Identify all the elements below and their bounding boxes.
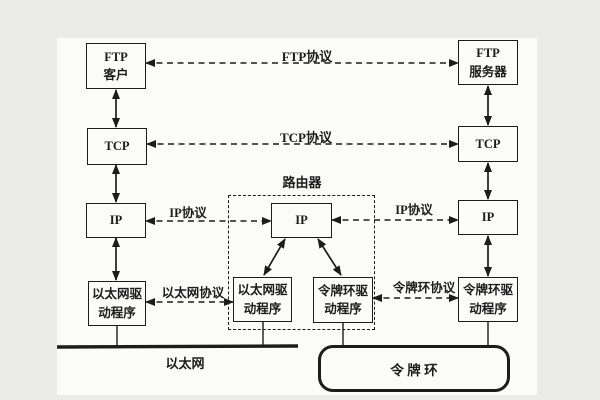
ip-right-label: IP: [481, 210, 495, 225]
router-token-driver-line1: 令牌环驱: [317, 283, 368, 298]
ip-protocol-right-label: IP协议: [395, 203, 433, 217]
token-ring-protocol-label: 令牌环协议: [392, 281, 456, 295]
tcp-right-box: TCP: [458, 126, 518, 162]
token-ring-network: 令 牌 环: [318, 345, 510, 392]
router-ip-eth-arrow: [263, 238, 286, 276]
tcp-left-label: TCP: [104, 139, 130, 154]
token-driver-right-line2: 动程序: [469, 301, 507, 316]
router-eth-driver-box: 以太网驱 动程序: [233, 277, 292, 322]
token-driver-right-line1: 令牌环驱: [462, 283, 513, 298]
tcp-protocol-label: TCP协议: [279, 130, 333, 145]
eth-driver-left-line2: 动程序: [98, 305, 136, 320]
router-token-driver-line2: 动程序: [324, 302, 362, 316]
ftp-server-line2: 服务器: [469, 64, 507, 79]
token-ring-network-label: 令 牌 环: [390, 362, 438, 378]
ip-protocol-left-label: IP协议: [169, 206, 207, 220]
eth-driver-left-line1: 以太网驱: [91, 287, 142, 302]
router-frame: [228, 195, 375, 330]
router-eth-driver-line2: 动程序: [243, 301, 282, 316]
tcp-right-label: TCP: [475, 136, 501, 151]
router-token-driver-box: 令牌环驱 动程序: [313, 277, 373, 323]
router-title-label: 路由器: [282, 175, 322, 190]
ftp-protocol-label: FTP协议: [281, 49, 333, 64]
router-ip-label: IP: [295, 213, 308, 228]
ip-right-box: IP: [458, 200, 518, 235]
router-ip-box: IP: [271, 203, 332, 238]
tcp-left-box: TCP: [87, 128, 147, 165]
ftp-client-line2: 客户: [103, 68, 129, 82]
ethernet-protocol-label: 以太网协议: [161, 286, 225, 300]
ftp-server-box: FTP 服务器: [458, 40, 518, 85]
ethernet-network-label: 以太网: [165, 356, 205, 371]
ftp-client-box: FTP 客户: [86, 43, 146, 89]
ftp-client-line1: FTP: [104, 49, 128, 64]
ip-left-label: IP: [109, 213, 123, 228]
eth-driver-left-box: 以太网驱 动程序: [88, 281, 146, 326]
token-driver-right-box: 令牌环驱 动程序: [458, 277, 518, 322]
ftp-server-line1: FTP: [476, 46, 500, 61]
ip-left-box: IP: [86, 203, 146, 238]
router-ip-token-arrow: [317, 238, 342, 276]
router-eth-driver-line1: 以太网驱: [237, 283, 288, 298]
ethernet-bus-line: [56, 344, 299, 349]
